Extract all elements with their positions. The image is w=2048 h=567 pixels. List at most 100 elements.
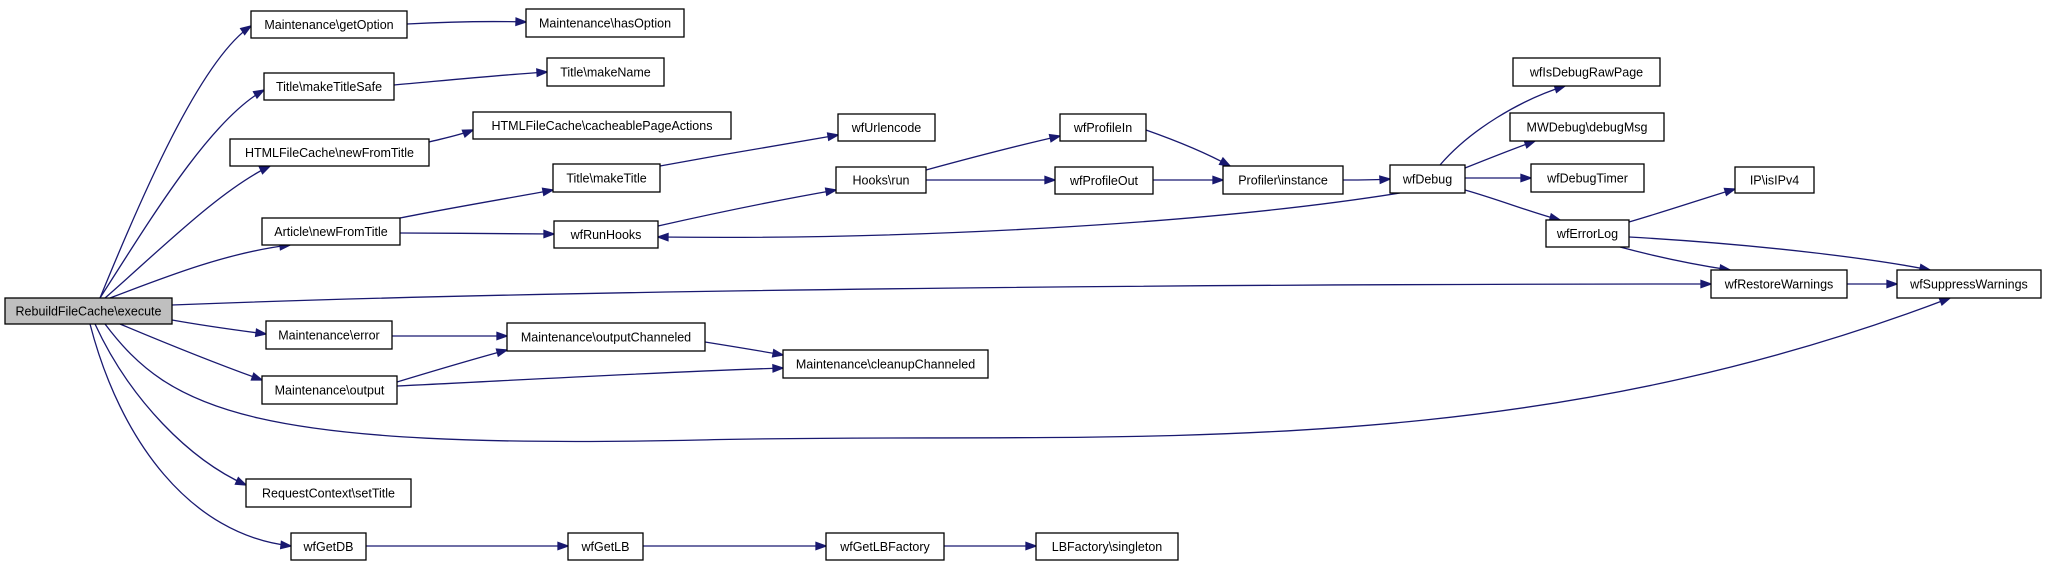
edge-wfDebug-to-mwdebug [1464, 140, 1537, 169]
edge-line [1628, 236, 1931, 271]
node-box [1545, 219, 1630, 248]
edge-line [1145, 129, 1231, 167]
node-box [1035, 532, 1179, 561]
node-box [245, 478, 412, 508]
node-t-makeTitleSafe[interactable]: Title\makeTitleSafe [263, 72, 395, 101]
arrowhead [826, 132, 840, 142]
edge-t_makeTitleSafe-to-t_makeName [393, 68, 549, 86]
node-m-outputChanneled[interactable]: Maintenance\outputChanneled [506, 322, 706, 352]
node-box [552, 163, 661, 193]
node-box [263, 72, 395, 101]
node-wfRunHooks[interactable]: wfRunHooks [553, 220, 659, 249]
node-wfDebugTimer[interactable]: wfDebugTimer [1530, 163, 1645, 193]
node-wfProfileOut[interactable]: wfProfileOut [1054, 166, 1154, 195]
node-label: Hooks\run [853, 174, 910, 188]
edge-root-to-wfRestoreWarnings [171, 279, 1713, 306]
edge-line [399, 189, 554, 219]
node-box [229, 138, 430, 167]
node-box [1222, 165, 1344, 195]
edge-wfGetLBFactory-to-lbf_singleton [944, 541, 1038, 551]
edge-line [104, 165, 271, 299]
edge-line [406, 20, 527, 25]
arrowhead [1044, 175, 1057, 185]
node-box [1896, 269, 2042, 299]
edge-m_outputChanneled-to-m_cleanupChanneled [704, 341, 785, 358]
node-label: wfGetDB [302, 540, 353, 554]
node-t-makeTitle[interactable]: Title\makeTitle [552, 163, 661, 193]
edge-root-to-t_makeTitleSafe [99, 89, 266, 299]
arrowhead [1520, 173, 1533, 183]
node-profiler[interactable]: Profiler\instance [1222, 165, 1344, 195]
arrowhead [1218, 156, 1232, 167]
node-lbf-singleton[interactable]: LBFactory\singleton [1035, 532, 1179, 561]
node-label: IP\isIPv4 [1750, 174, 1799, 188]
node-a-newFromTitle[interactable]: Article\newFromTitle [261, 217, 401, 246]
node-wfProfileIn[interactable]: wfProfileIn [1059, 113, 1147, 142]
edge-line [1628, 188, 1736, 223]
node-h-cacheable[interactable]: HTMLFileCache\cacheablePageActions [472, 111, 732, 140]
node-box [553, 220, 659, 249]
node-m-output[interactable]: Maintenance\output [261, 375, 398, 405]
node-wfSuppressWarnings[interactable]: wfSuppressWarnings [1896, 269, 2042, 299]
node-wfErrorLog[interactable]: wfErrorLog [1545, 219, 1630, 248]
arrowhead [258, 165, 272, 175]
edge-hooks_run-to-wfProfileOut [926, 175, 1057, 185]
node-root[interactable]: RebuildFileCache\execute [4, 297, 173, 325]
node-label: Maintenance\error [278, 329, 379, 343]
edge-line [1464, 140, 1536, 169]
edge-hooks_run-to-wfProfileIn [925, 133, 1062, 171]
node-label: wfDebugTimer [1546, 172, 1628, 186]
node-box [265, 320, 393, 350]
node-wfUrlencode[interactable]: wfUrlencode [837, 113, 936, 142]
edge-wfDebug-to-wfRunHooks [656, 192, 1401, 242]
arrowhead [496, 331, 509, 341]
node-wfRestoreWarnings[interactable]: wfRestoreWarnings [1710, 269, 1848, 299]
edge-a_newFromTitle-to-t_makeTitle [399, 187, 555, 219]
node-m-error[interactable]: Maintenance\error [265, 320, 393, 350]
node-label: wfProfileIn [1073, 121, 1132, 135]
node-wfGetDB[interactable]: wfGetDB [290, 532, 367, 561]
node-m-hasOption[interactable]: Maintenance\hasOption [525, 8, 685, 38]
edge-m_getOption-to-m_hasOption [406, 17, 528, 27]
arrowhead [250, 372, 264, 381]
node-box [1734, 166, 1815, 194]
node-mwdebug[interactable]: MWDebug\debugMsg [1509, 112, 1665, 142]
node-label: Profiler\instance [1238, 174, 1328, 188]
arrowhead [239, 24, 253, 36]
node-label: Title\makeName [560, 66, 651, 80]
edge-line [99, 25, 252, 299]
node-box [1509, 112, 1665, 142]
node-label: wfProfileOut [1069, 174, 1139, 188]
node-h-newFromTitle[interactable]: HTMLFileCache\newFromTitle [229, 138, 430, 167]
node-label: MWDebug\debugMsg [1527, 121, 1648, 135]
edge-line [396, 349, 508, 383]
arrowhead [495, 348, 509, 358]
arrowhead [771, 348, 785, 358]
node-label: wfRestoreWarnings [1724, 278, 1834, 292]
arrowhead [1025, 541, 1038, 551]
node-ip-isIPv4[interactable]: IP\isIPv4 [1734, 166, 1815, 194]
node-box [546, 57, 665, 87]
node-wfDebug[interactable]: wfDebug [1389, 164, 1466, 194]
node-wfIsDebugRawPage[interactable]: wfIsDebugRawPage [1512, 57, 1661, 87]
node-label: wfUrlencode [851, 121, 922, 135]
edge-root-to-m_getOption [99, 24, 253, 299]
node-wfGetLB[interactable]: wfGetLB [567, 532, 644, 561]
edge-m_output-to-m_outputChanneled [396, 348, 509, 383]
edge-h_newFromTitle-to-h_cacheable [428, 129, 475, 143]
arrowhead [557, 541, 570, 551]
edge-wfRestoreWarnings-to-wfSuppressWarnings [1847, 279, 1899, 289]
node-label: Maintenance\getOption [264, 18, 393, 32]
node-wfGetLBFactory[interactable]: wfGetLBFactory [825, 532, 945, 561]
node-m-getOption[interactable]: Maintenance\getOption [250, 10, 408, 39]
node-t-makeName[interactable]: Title\makeName [546, 57, 665, 87]
node-box [1054, 166, 1154, 195]
node-box [1530, 163, 1645, 193]
node-label: RequestContext\setTitle [262, 487, 395, 501]
node-hooks-run[interactable]: Hooks\run [835, 166, 927, 194]
edge-line [704, 341, 784, 356]
node-label: RebuildFileCache\execute [16, 305, 162, 319]
edge-m_output-to-m_cleanupChanneled [396, 363, 785, 387]
node-rc-setTitle[interactable]: RequestContext\setTitle [245, 478, 412, 508]
node-m-cleanupChanneled[interactable]: Maintenance\cleanupChanneled [782, 349, 989, 379]
